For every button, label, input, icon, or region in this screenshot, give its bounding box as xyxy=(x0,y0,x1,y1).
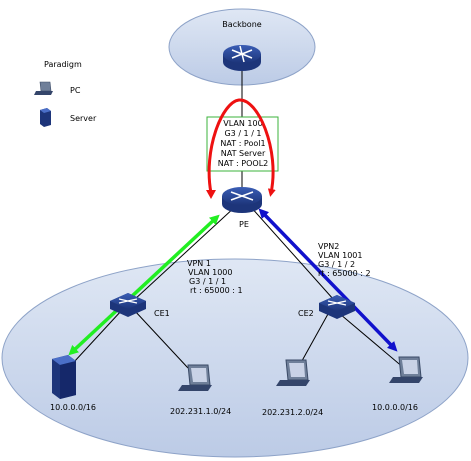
ce1-info-line: VLAN 1000 xyxy=(188,268,232,277)
ce2-info-line: G3 / 1 / 2 xyxy=(318,260,355,269)
laptop-icon xyxy=(178,364,212,391)
legend-heading: Paradigm xyxy=(44,60,82,69)
pc-icon xyxy=(34,81,53,95)
green-path-arrow xyxy=(68,214,220,356)
nat-server-loop-arrow xyxy=(207,98,276,197)
backbone-router-icon xyxy=(223,45,261,71)
backbone-label: Backbone xyxy=(222,20,261,29)
pe-info-line: NAT : POOL2 xyxy=(218,159,268,168)
blue-path-arrow xyxy=(258,208,398,352)
ce1-label: CE1 xyxy=(154,309,170,318)
ce2-switch-icon xyxy=(319,295,355,319)
server-icon xyxy=(52,355,76,399)
ce1-info-line: G3 / 1 / 1 xyxy=(189,277,226,286)
pc3-subnet-label: 10.0.0.0/16 xyxy=(372,403,418,412)
pc1-subnet-label: 202.231.1.0/24 xyxy=(170,407,231,416)
pc2-subnet-label: 202.231.2.0/24 xyxy=(262,408,323,417)
pe-switch-icon xyxy=(222,187,262,213)
pe-info-line: VLAN 100 xyxy=(223,119,262,128)
ce2-info-line: VLAN 1001 xyxy=(318,251,362,260)
legend: Paradigm PC Server xyxy=(34,60,97,127)
legend-server-label: Server xyxy=(70,114,97,123)
server-subnet-label: 10.0.0.0/16 xyxy=(50,403,96,412)
legend-pc-label: PC xyxy=(70,86,81,95)
ce1-info-line: rt : 65000 : 1 xyxy=(190,286,243,295)
ce2-info-line: rt : 65000 : 2 xyxy=(318,269,371,278)
server-icon xyxy=(40,108,51,127)
laptop-icon xyxy=(276,359,310,386)
pe-info-line: G3 / 1 / 1 xyxy=(224,129,261,138)
pe-info-line: NAT : Pool1 xyxy=(220,139,265,148)
nat-server-loop-start-arrowhead xyxy=(206,190,216,199)
pe-info-line: NAT Server xyxy=(221,149,266,158)
ce1-info-line: VPN 1 xyxy=(187,259,211,268)
ce2-label: CE2 xyxy=(298,309,314,318)
pe-label: PE xyxy=(239,220,249,229)
ce1-switch-icon xyxy=(110,293,146,317)
laptop-icon xyxy=(389,356,423,383)
ce2-info-line: VPN2 xyxy=(318,242,339,251)
